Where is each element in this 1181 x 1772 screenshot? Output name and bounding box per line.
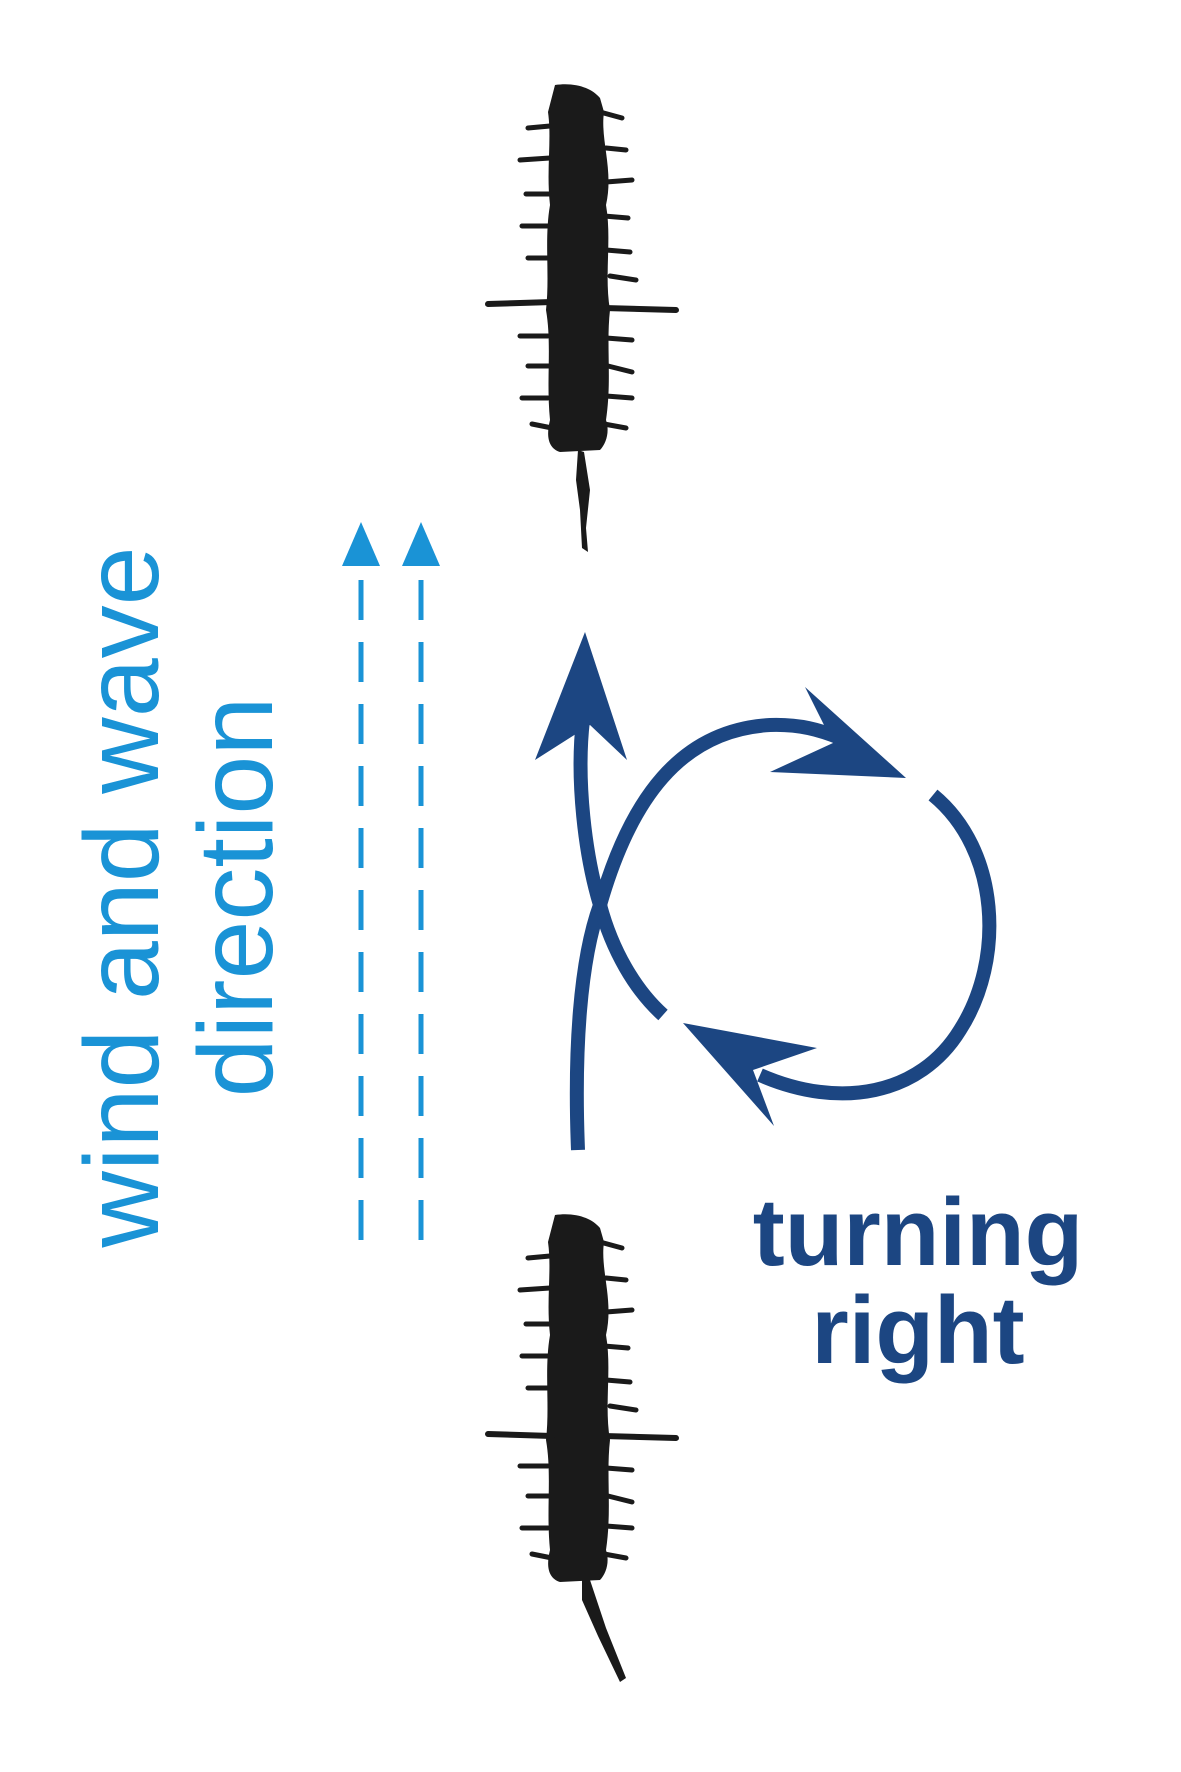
- turn-label-line2: right: [811, 1277, 1024, 1384]
- turn-arrowhead-up: [535, 632, 627, 760]
- wind-label-line1: wind and wave: [63, 546, 181, 1248]
- wind-arrow-right: [402, 522, 440, 1240]
- turn-label-line1: turning: [753, 1179, 1084, 1286]
- bottom-organism-silhouette: [485, 1214, 679, 1682]
- top-organism-silhouette: [488, 84, 676, 552]
- turn-arrowhead-right: [770, 687, 906, 778]
- turning-path: [569, 717, 997, 1151]
- wind-label-line2: direction: [177, 697, 295, 1098]
- wind-arrow-left: [342, 522, 380, 1240]
- turn-arrowhead-left: [683, 1023, 817, 1126]
